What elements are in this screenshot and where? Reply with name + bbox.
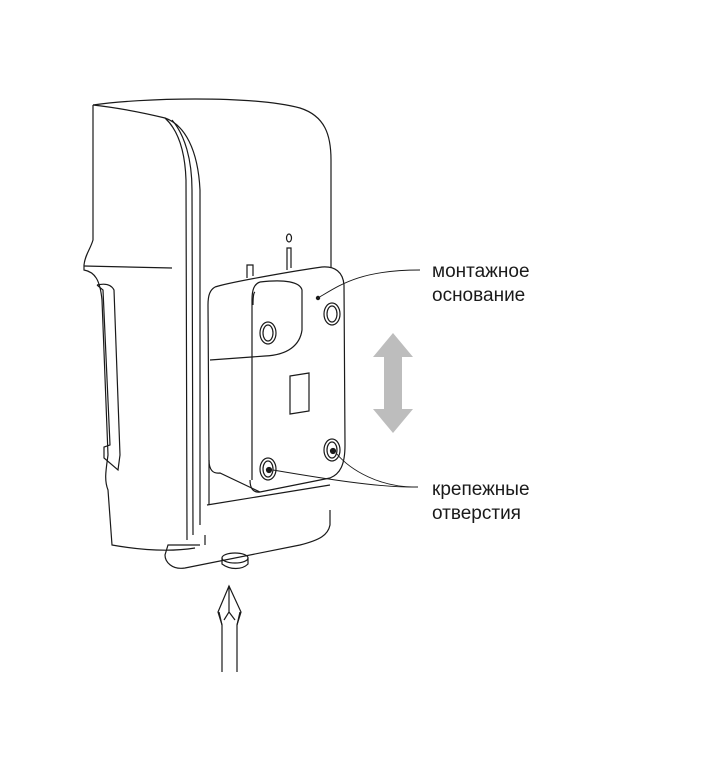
mounting-holes-label: крепежные отверстия [432,478,530,526]
mounting-base-label-line1: монтажное [432,261,530,282]
mounting-holes-label-line1: крепежные [432,479,530,500]
callout-lines [272,269,421,488]
mounting-base-label-line2: основание [432,285,526,306]
mounting-base-label: монтажное основание [432,260,530,308]
double-arrow-vertical-icon [373,333,413,433]
mounting-base [206,266,346,506]
device-body [83,98,332,570]
screwdriver-icon [217,584,242,672]
mounting-holes-label-line2: отверстия [432,503,521,524]
